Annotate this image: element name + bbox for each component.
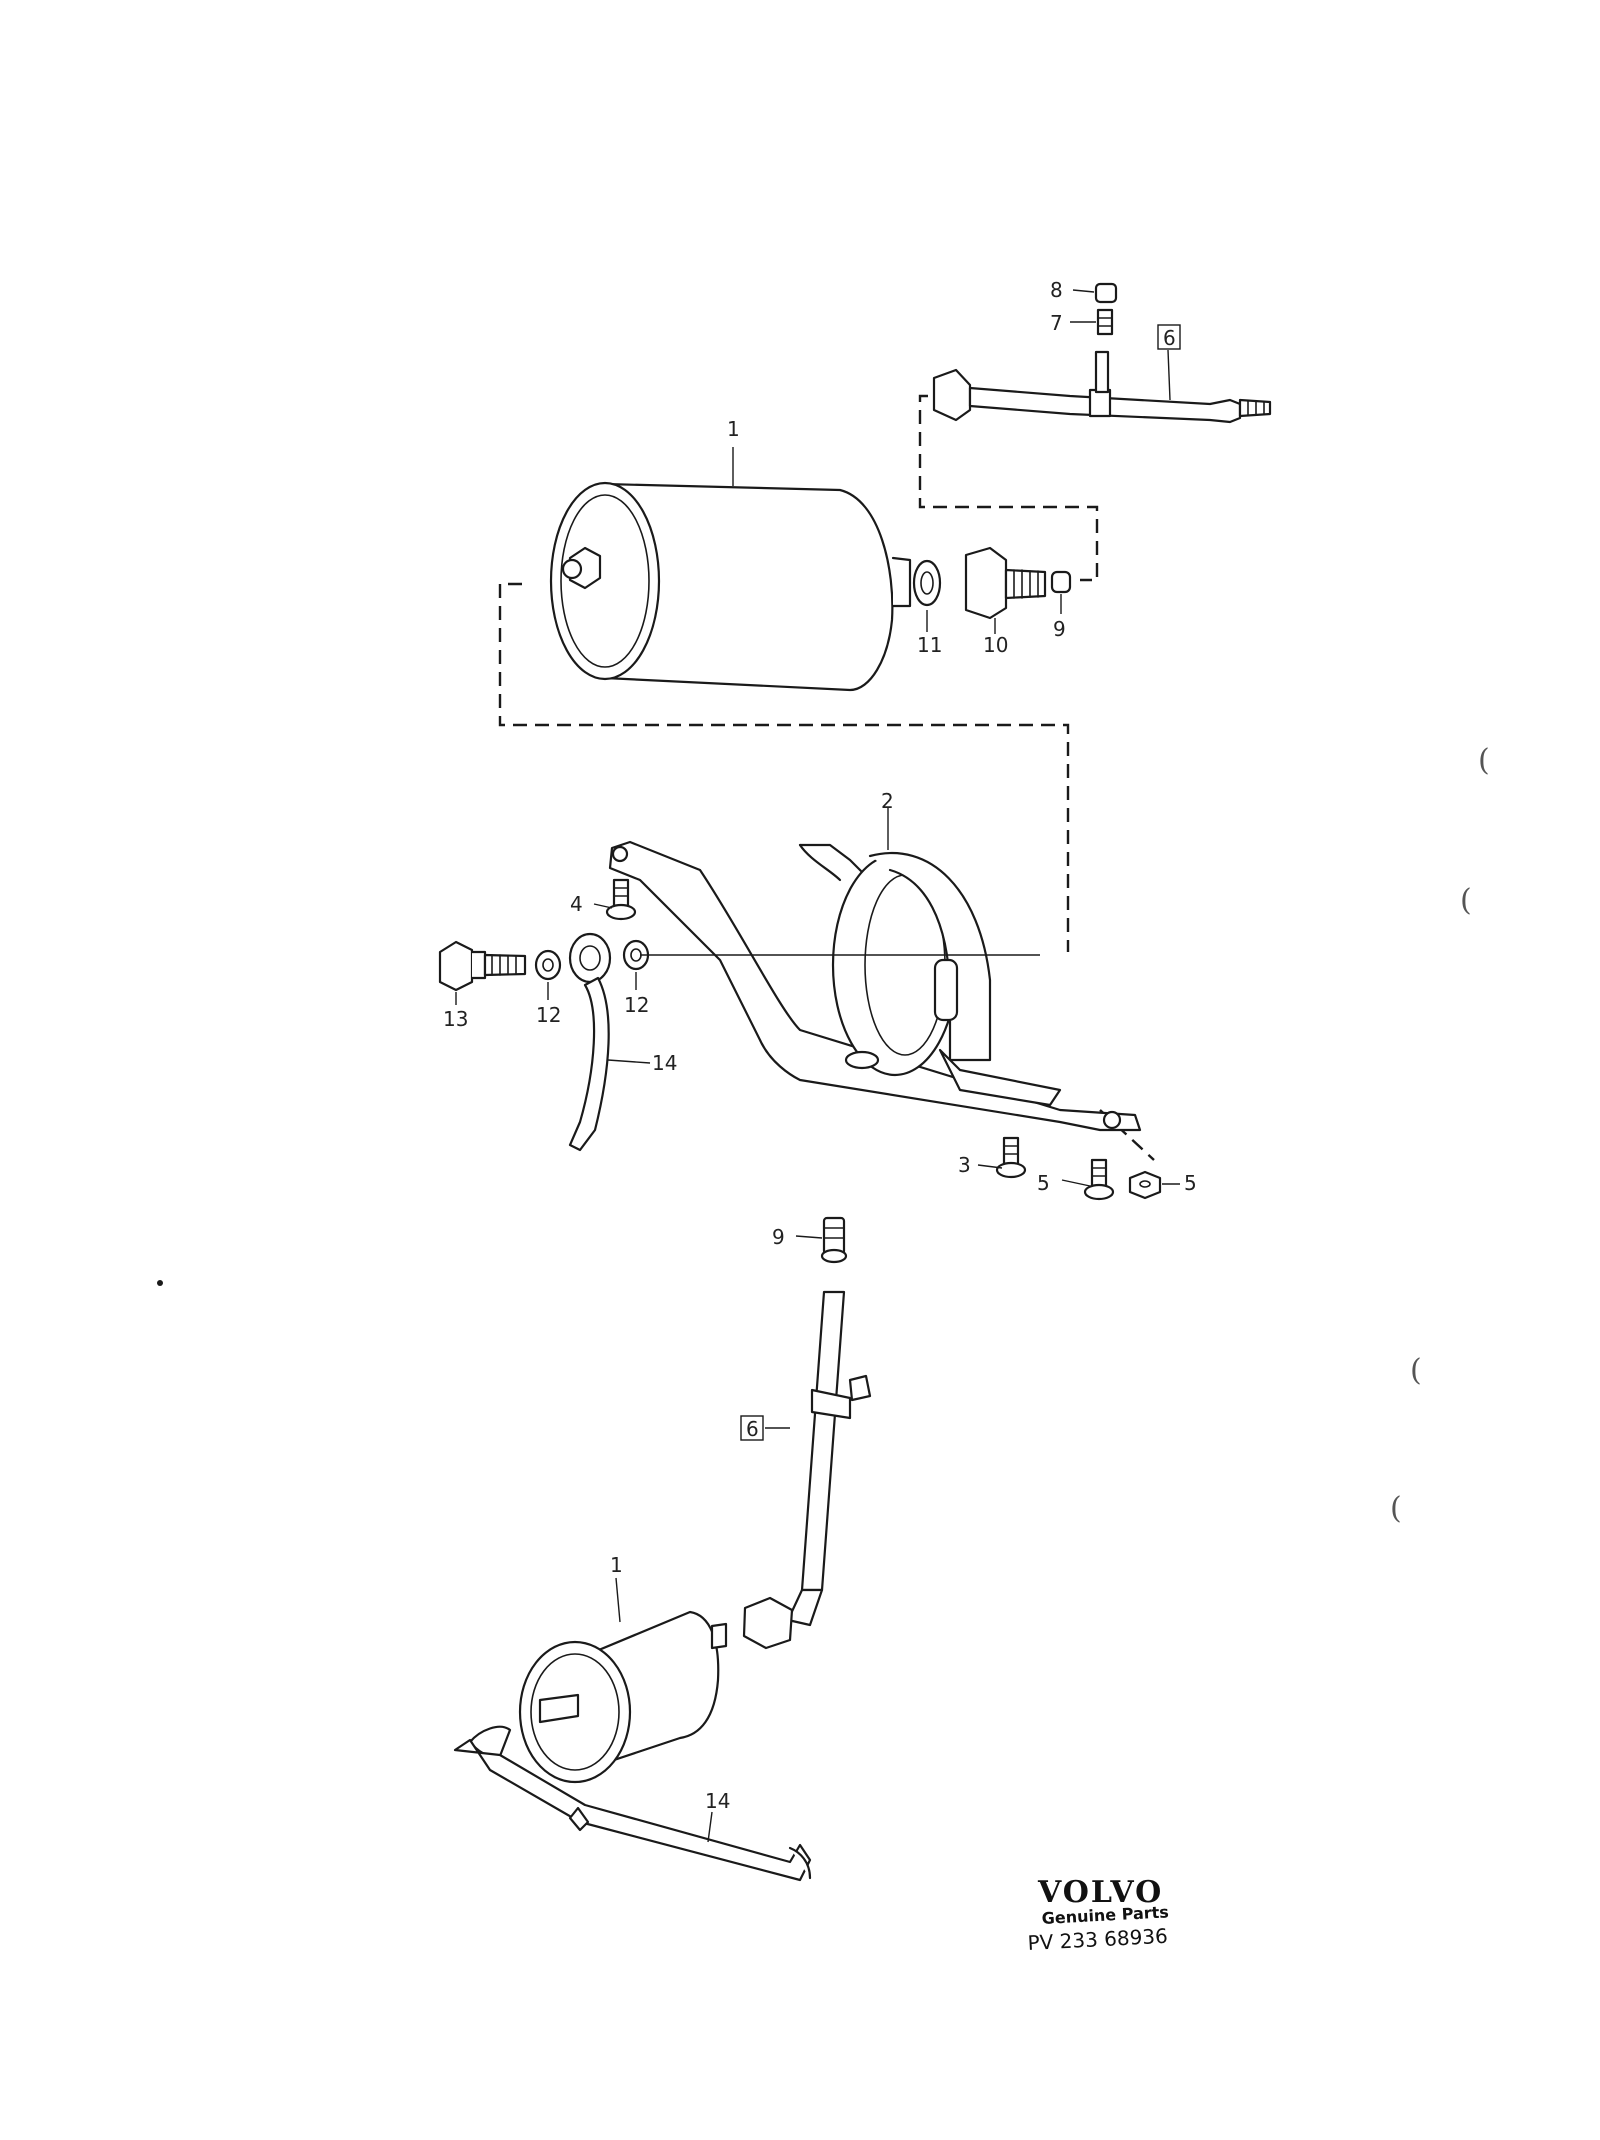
nut-5 — [1128, 1170, 1162, 1200]
callout-12-right: 12 — [624, 993, 649, 1017]
callout-14-bottom: 14 — [705, 1789, 730, 1813]
fuel-pipe-6-bottom — [742, 1290, 872, 1650]
callout-6-bottom: 6 — [746, 1417, 759, 1441]
fuel-pipe-6-top — [932, 350, 1272, 424]
volvo-stamp: VOLVO Genuine Parts PV 233 68936 — [1027, 1875, 1169, 1955]
fuel-hose-14-top — [568, 954, 1040, 1152]
union-fitting-10 — [964, 546, 1047, 620]
callout-13: 13 — [443, 1007, 468, 1031]
callout-12-left: 12 — [536, 1003, 561, 1027]
margin-mark: ( — [1460, 883, 1472, 918]
callout-9-bottom: 9 — [772, 1225, 785, 1249]
speck — [157, 1280, 163, 1286]
callout-3: 3 — [958, 1153, 971, 1177]
margin-mark: ( — [1410, 1353, 1422, 1388]
screw-5 — [1083, 1158, 1115, 1201]
cap-9-top — [1050, 570, 1072, 594]
callout-9-top: 9 — [1053, 617, 1066, 641]
callout-5-left: 5 — [1037, 1171, 1050, 1195]
margin-mark: ( — [1390, 1491, 1402, 1526]
margin-mark: ( — [1478, 743, 1490, 778]
callouts: 1 2 3 4 5 5 6 7 8 9 10 11 12 12 13 14 9 … — [443, 278, 1197, 1813]
washer-11 — [912, 559, 942, 607]
banjo-fitting — [568, 932, 612, 984]
washer-12-left — [534, 949, 562, 981]
callout-7: 7 — [1050, 311, 1063, 335]
banjo-bolt-13 — [438, 940, 527, 992]
callout-14-top: 14 — [652, 1051, 677, 1075]
screw-3 — [995, 1136, 1027, 1179]
nipple-9-bottom — [820, 1216, 848, 1264]
bracket-2 — [608, 840, 1142, 1132]
fuel-filter-top — [549, 481, 912, 692]
screw-4 — [605, 878, 637, 921]
callout-8: 8 — [1050, 278, 1063, 302]
leader-lines — [455, 289, 1180, 1843]
callout-5-right: 5 — [1184, 1171, 1197, 1195]
cap-8 — [1094, 282, 1118, 304]
callout-11: 11 — [917, 633, 942, 657]
callout-6-top: 6 — [1163, 326, 1176, 350]
callout-1-bottom: 1 — [610, 1553, 623, 1577]
fuel-hose-14-bottom — [453, 1725, 812, 1882]
fuel-filter-bottom — [518, 1610, 728, 1784]
callout-2: 2 — [881, 789, 894, 813]
valve-7 — [1096, 308, 1114, 336]
part-code: PV 233 68936 — [1027, 1924, 1168, 1955]
brand-logo: VOLVO — [1037, 1875, 1163, 1910]
callout-4: 4 — [570, 892, 583, 916]
margin-marks: ( ( ( ( — [157, 743, 1490, 1526]
callout-10: 10 — [983, 633, 1008, 657]
callout-1-top: 1 — [727, 417, 740, 441]
